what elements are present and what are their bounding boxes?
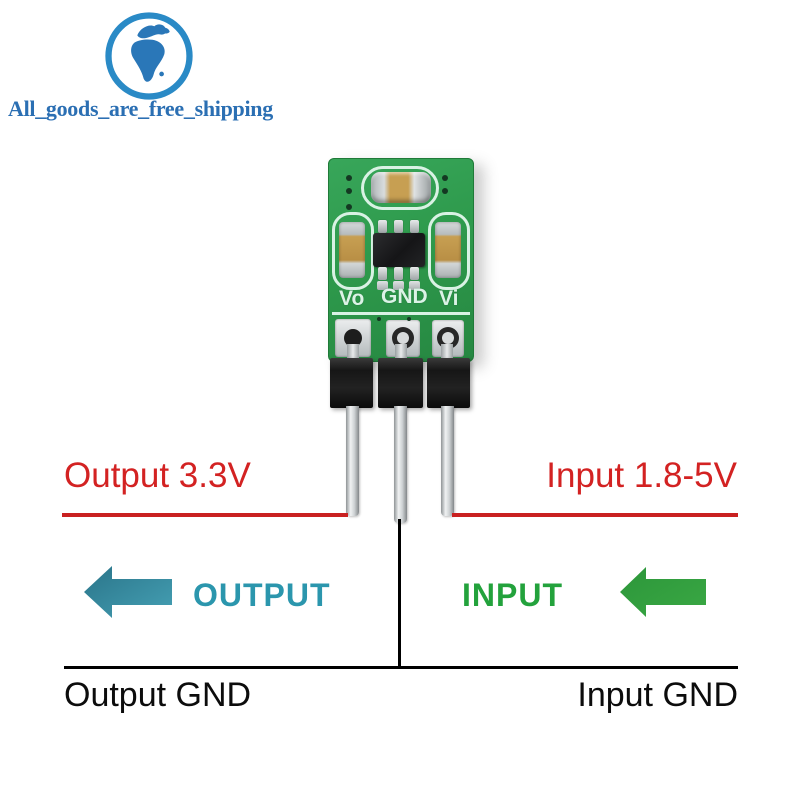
ic-leg bbox=[394, 220, 403, 233]
pcb-board: Vo GND Vi bbox=[328, 158, 474, 362]
ic-leg bbox=[410, 220, 419, 233]
pad-vi bbox=[432, 320, 464, 357]
pin-header-block bbox=[330, 358, 373, 408]
capacitor-silkscreen-outline bbox=[332, 212, 374, 290]
inductor-component bbox=[371, 172, 431, 203]
via bbox=[442, 188, 448, 194]
ic-leg bbox=[410, 267, 419, 280]
via bbox=[346, 204, 352, 210]
input-direction-label: INPUT bbox=[462, 577, 563, 613]
pad-gnd bbox=[386, 320, 420, 357]
input-voltage-line bbox=[452, 513, 738, 517]
seller-logo-text: All_goods_are_free_shipping bbox=[8, 96, 273, 121]
pin-header-block bbox=[427, 358, 470, 408]
capacitor-silkscreen-outline bbox=[428, 212, 470, 290]
pin-label-vo: Vo bbox=[339, 287, 365, 310]
via bbox=[346, 188, 352, 194]
via bbox=[346, 175, 352, 181]
solder-pad bbox=[409, 281, 420, 290]
input-arrow-icon bbox=[620, 567, 706, 617]
input-voltage-label: Input 1.8-5V bbox=[546, 456, 737, 495]
via bbox=[407, 317, 411, 321]
capacitor-right bbox=[435, 222, 461, 278]
gnd-bus-line bbox=[64, 666, 738, 669]
via bbox=[442, 175, 448, 181]
globe-icon bbox=[105, 12, 193, 100]
solder-pad bbox=[393, 281, 404, 290]
silkscreen-divider-line bbox=[332, 312, 470, 315]
inductor-silkscreen-outline bbox=[361, 166, 439, 210]
pin-label-vi: Vi bbox=[439, 287, 459, 310]
capacitor-left bbox=[339, 222, 365, 278]
ic-leg bbox=[394, 267, 403, 280]
pin-gnd bbox=[394, 406, 407, 523]
output-arrow-icon bbox=[84, 566, 172, 618]
pin-stub bbox=[441, 344, 453, 360]
pin-header-block bbox=[378, 358, 423, 408]
pin-vo bbox=[346, 406, 359, 516]
regulator-ic bbox=[373, 233, 425, 267]
output-gnd-label: Output GND bbox=[64, 676, 252, 714]
output-voltage-label: Output 3.3V bbox=[64, 456, 251, 495]
via bbox=[377, 317, 381, 321]
solder-pad bbox=[377, 281, 388, 290]
ic-leg bbox=[378, 267, 387, 280]
pin-stub bbox=[347, 344, 359, 360]
output-direction-label: OUTPUT bbox=[193, 577, 331, 613]
pin-stub bbox=[395, 344, 407, 360]
input-gnd-label: Input GND bbox=[577, 676, 738, 714]
pin-vi bbox=[441, 406, 454, 516]
pin-label-gnd: GND bbox=[381, 285, 428, 308]
ic-leg bbox=[378, 220, 387, 233]
output-voltage-line bbox=[62, 513, 348, 517]
gnd-connector-line bbox=[398, 519, 401, 668]
